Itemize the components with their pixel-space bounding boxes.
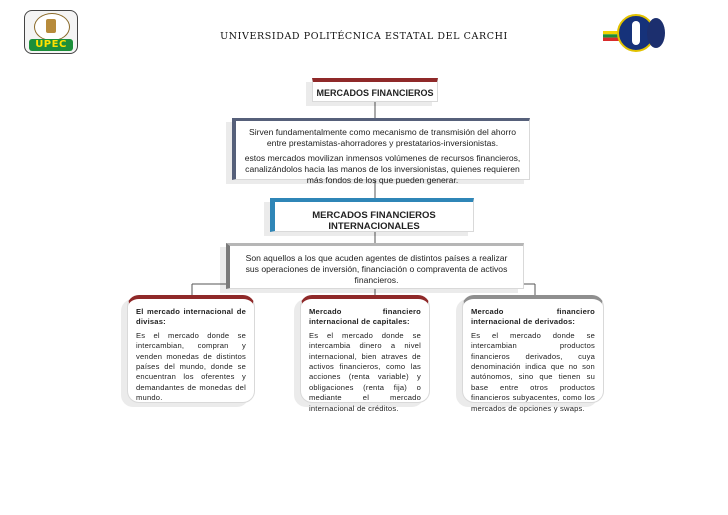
leaf-text: Es el mercado donde se intercambian prod…	[471, 330, 595, 413]
leaf-title: Mercado financiero internacional de capi…	[309, 307, 421, 327]
logo-left-text: UPEC	[29, 39, 73, 51]
leaf-title: El mercado internacional de divisas:	[136, 307, 246, 327]
description-1-paragraph-1: Sirven fundamentalmente como mecanismo d…	[248, 127, 516, 148]
title-box-label: MERCADOS FINANCIEROS	[316, 88, 434, 98]
leaf-title: Mercado financiero internacional de deri…	[471, 307, 595, 327]
university-seal-icon	[34, 13, 70, 41]
title-box-mercados-financieros: MERCADOS FINANCIEROS	[312, 78, 438, 102]
leaf-text: Es el mercado donde se intercambia diner…	[309, 330, 421, 413]
upec-logo-left: UPEC	[24, 10, 78, 54]
globe-emblem-icon	[647, 18, 665, 48]
upec-logo-right	[603, 14, 665, 54]
description-1-paragraph-2: estos mercados movilizan inmensos volúme…	[244, 153, 521, 185]
description-box-2: Son aquellos a los que acuden agentes de…	[226, 243, 524, 289]
page-title: UNIVERSIDAD POLITÉCNICA ESTATAL DEL CARC…	[220, 31, 508, 42]
description-box-1: Sirven fundamentalmente como mecanismo d…	[232, 118, 530, 185]
leaf-box-divisas: El mercado internacional de divisas: Es …	[127, 295, 255, 403]
title-box-mercados-internacionales: MERCADOS FINANCIEROS INTERNACIONALES	[270, 198, 474, 232]
leaf-box-capitales: Mercado financiero internacional de capi…	[300, 295, 430, 413]
subtitle-box-label: MERCADOS FINANCIEROS INTERNACIONALES	[312, 210, 436, 232]
flag-stripes-icon	[603, 28, 629, 41]
description-2-text: Son aquellos a los que acuden agentes de…	[245, 253, 508, 285]
leaf-text: Es el mercado donde se intercambian, com…	[136, 330, 246, 403]
leaf-box-derivados: Mercado financiero internacional de deri…	[462, 295, 604, 413]
